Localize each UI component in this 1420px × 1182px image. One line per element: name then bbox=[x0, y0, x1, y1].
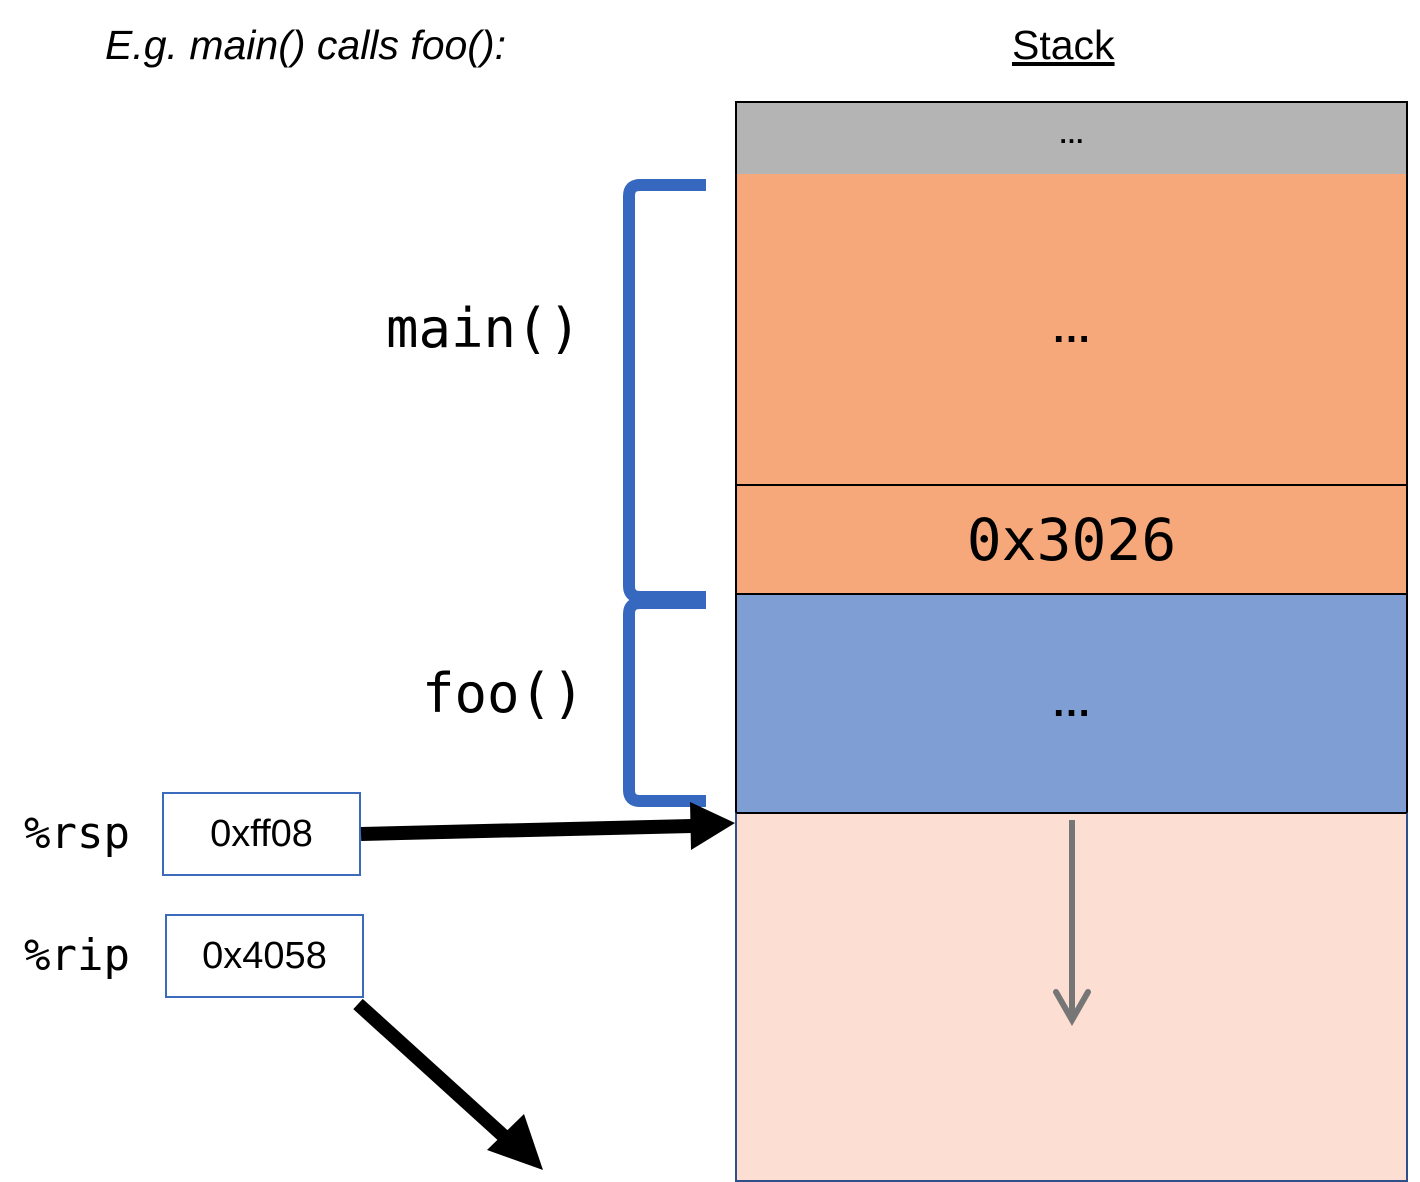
rsp-value-box: 0xff08 bbox=[162, 792, 361, 876]
rip-value-box: 0x4058 bbox=[165, 914, 364, 998]
foo-frame-label: foo() bbox=[422, 662, 585, 725]
caption: E.g. main() calls foo(): bbox=[105, 22, 506, 68]
stack-title: Stack bbox=[1012, 22, 1115, 68]
rip-pointer-arrow bbox=[353, 998, 543, 1170]
stack-cell-return-address: 0x3026 bbox=[735, 484, 1408, 595]
rsp-label: %rsp bbox=[24, 808, 130, 859]
stack-growth-arrow bbox=[1053, 820, 1091, 1027]
foo-frame-brace bbox=[623, 597, 706, 807]
stack-cell-foo-body: … bbox=[735, 593, 1408, 814]
rsp-pointer-arrow bbox=[360, 802, 735, 850]
main-frame-brace bbox=[623, 179, 706, 603]
rip-label: %rip bbox=[24, 930, 130, 981]
main-frame-label: main() bbox=[386, 297, 582, 360]
stack-cell-main-body: … bbox=[735, 174, 1408, 486]
